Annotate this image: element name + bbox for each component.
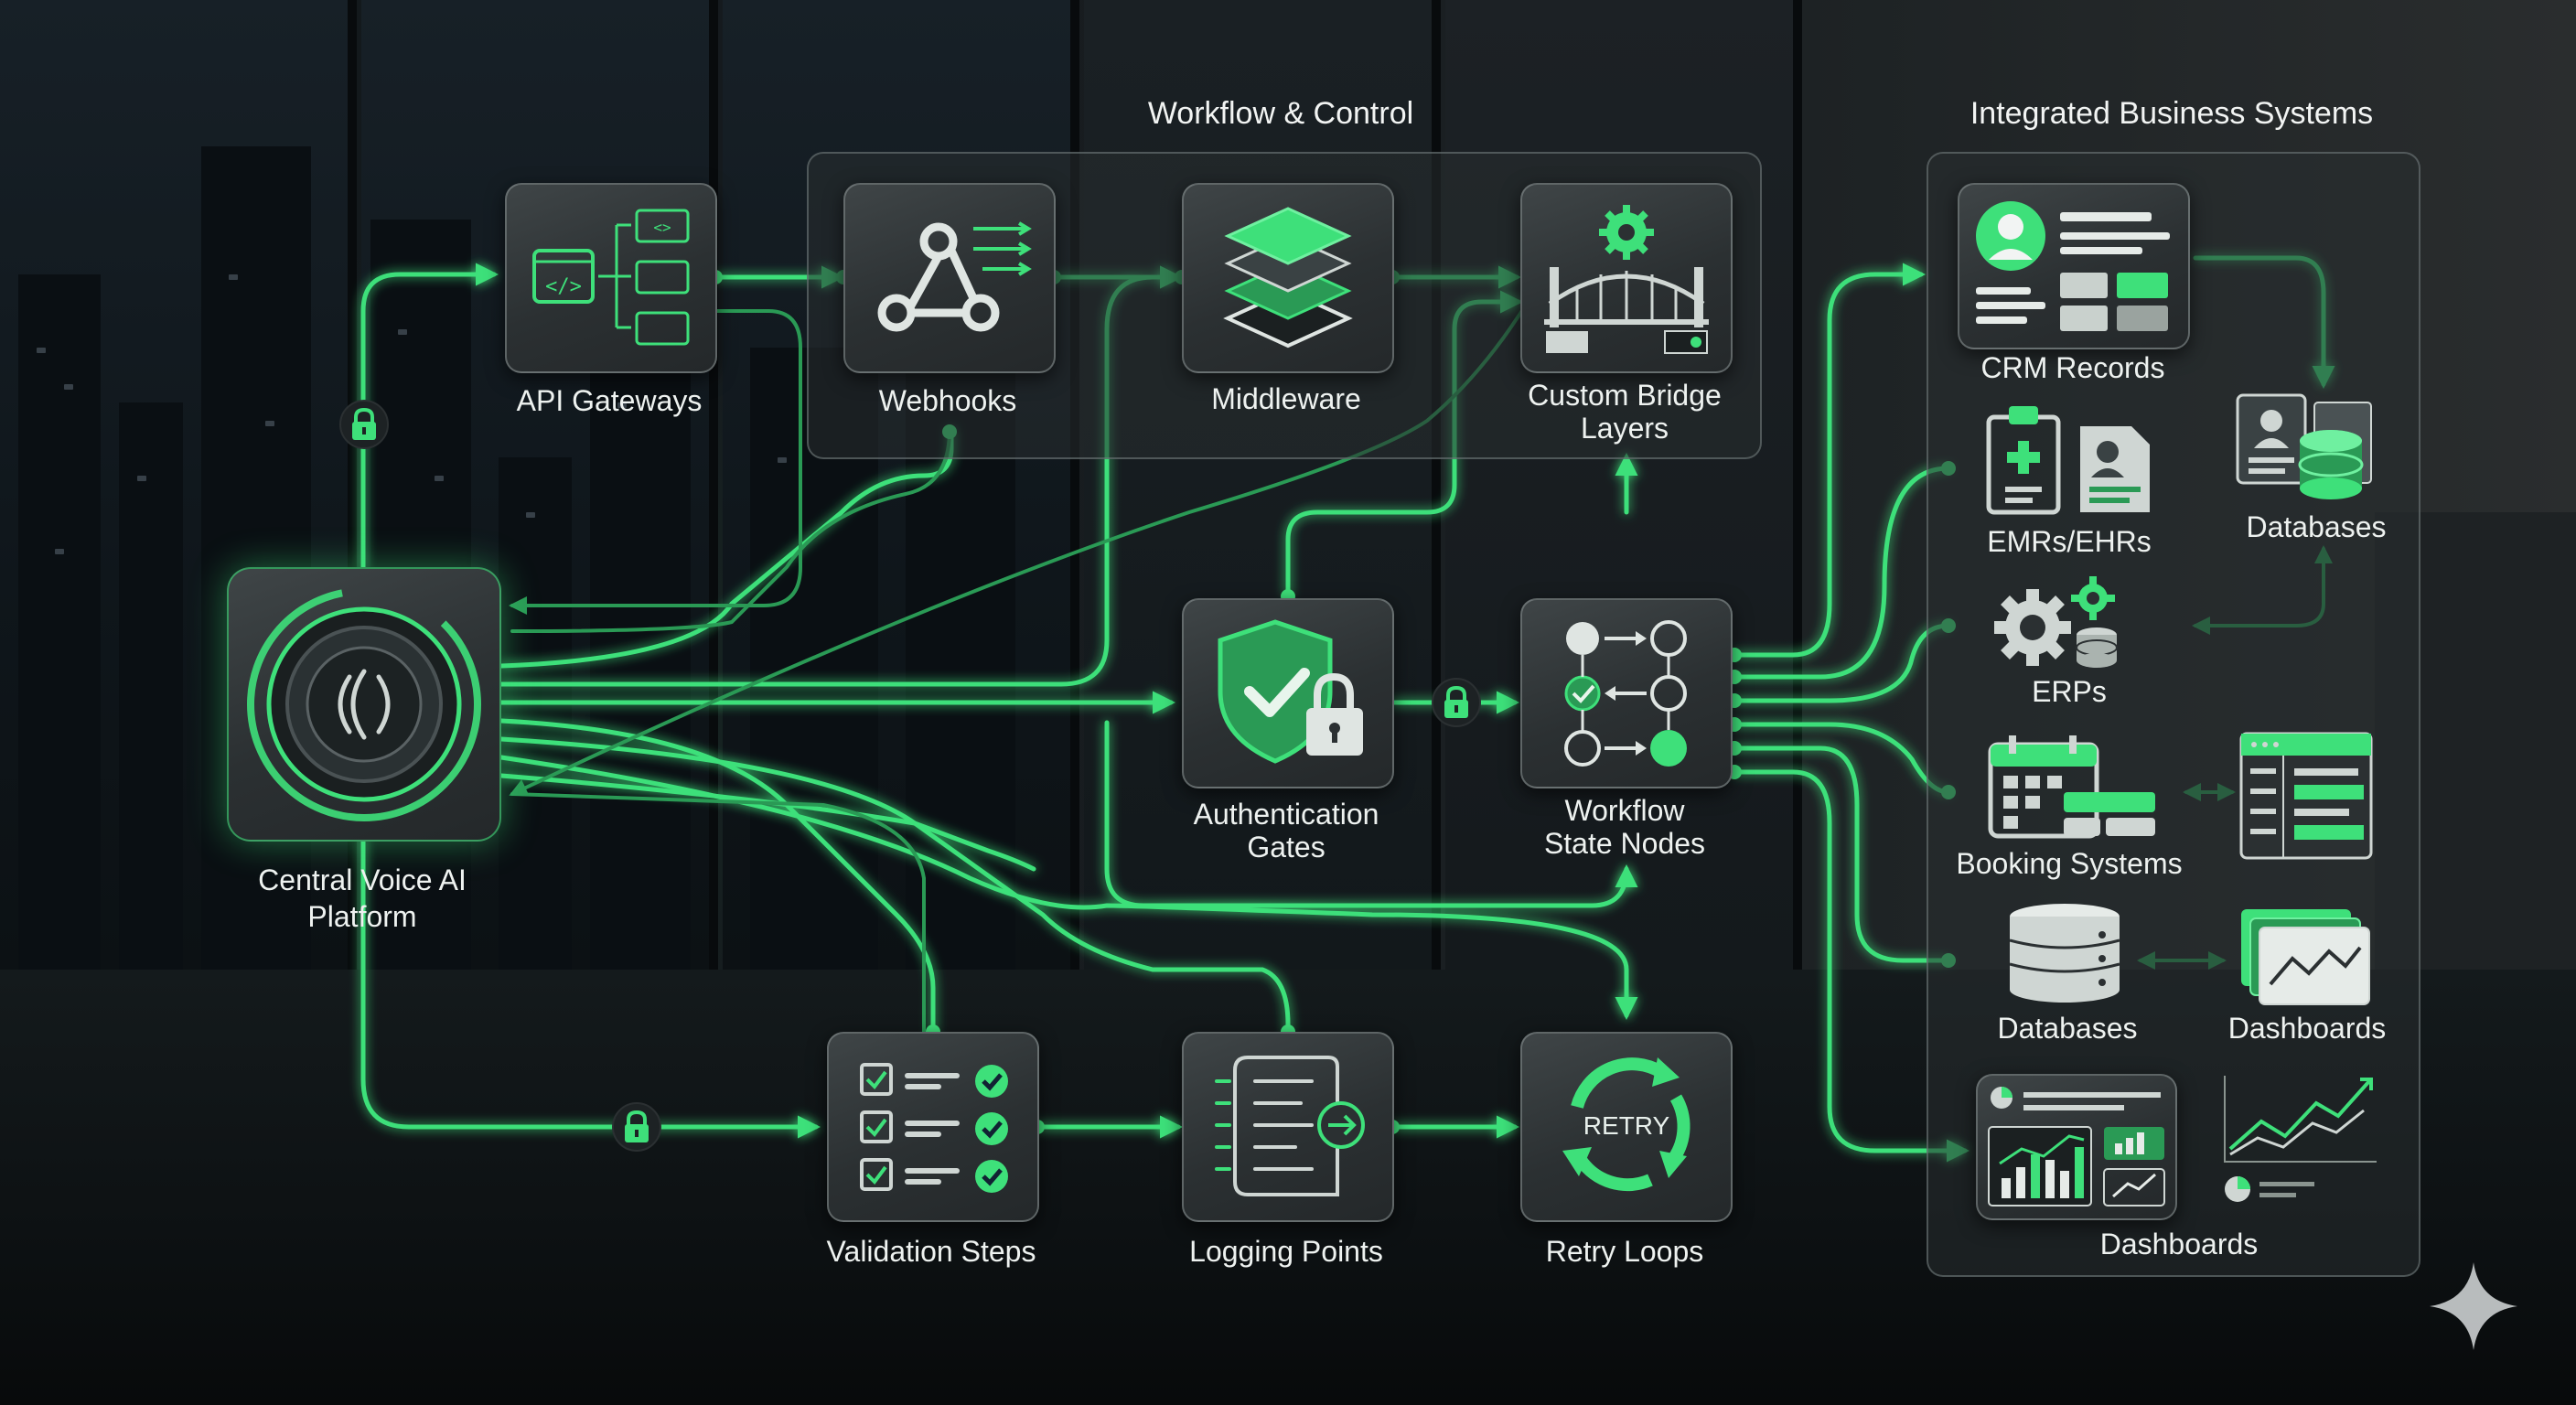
logging-points-node[interactable] (1182, 1032, 1394, 1222)
central-voice-ai-node[interactable] (227, 567, 501, 842)
database-docs-icon (2236, 393, 2372, 499)
retry-loops-node[interactable]: RETRY (1520, 1032, 1733, 1222)
log-document-icon (1215, 1056, 1365, 1196)
erp-label: ERPs (2032, 675, 2107, 708)
databases-top-label: Databases (2246, 510, 2387, 543)
gears-database-icon (1994, 576, 2118, 668)
svg-text:<>: <> (653, 219, 671, 236)
validation-steps-node[interactable] (827, 1032, 1039, 1222)
bridge-gear-icon (1544, 205, 1709, 354)
chart-screens-icon (2241, 909, 2370, 1005)
state-graph-icon (1564, 620, 1687, 767)
crm-profile-icon (1976, 201, 2170, 331)
checklist-icon (860, 1063, 1008, 1193)
layers-icon (1223, 207, 1353, 349)
padlock-icon (339, 400, 389, 449)
workflow-section-title: Workflow & Control (1147, 96, 1414, 131)
custom-bridge-label-line1: Custom Bridge (1528, 379, 1722, 412)
validation-steps-label: Validation Steps (826, 1235, 1036, 1268)
svg-text:</>: </> (545, 275, 582, 298)
code-branch-icon: </> <> (532, 209, 690, 346)
webhooks-node[interactable] (843, 183, 1056, 373)
core-label-line2: Platform (307, 900, 417, 933)
wire-core-to-validation (360, 837, 821, 1139)
dashboards-bottom-node[interactable] (1976, 1074, 2177, 1220)
workflow-state-nodes-node[interactable] (1520, 598, 1733, 788)
api-gateways-node[interactable]: </> <> (505, 183, 717, 373)
databases-mid-label: Databases (1997, 1012, 2138, 1045)
middleware-label: Middleware (1211, 382, 1361, 415)
middleware-node[interactable] (1182, 183, 1394, 373)
sparkle-icon (2430, 1262, 2517, 1350)
emr-label: EMRs/EHRs (1987, 525, 2152, 558)
core-label-line1: Central Voice AI (258, 863, 467, 896)
auth-gates-label-line1: Authentication (1193, 798, 1379, 831)
custom-bridge-node[interactable] (1520, 183, 1733, 373)
retry-inner-text: RETRY (1583, 1111, 1670, 1140)
voice-ring-icon (247, 587, 481, 821)
authentication-gates-node[interactable] (1182, 598, 1394, 788)
padlock-icon (1432, 678, 1481, 727)
window-pane (0, 0, 357, 970)
crm-records-label: CRM Records (1980, 351, 2165, 384)
trend-chart-icon (2224, 1076, 2377, 1202)
shield-lock-icon (1218, 619, 1363, 764)
state-nodes-label-line1: Workflow (1564, 794, 1685, 827)
webhook-icon (877, 221, 1032, 332)
server-stack-icon (2009, 904, 2120, 1003)
retry-cycle-icon: RETRY (1562, 1057, 1690, 1192)
wire-core-to-api (360, 263, 499, 570)
auth-gates-label-line2: Gates (1247, 831, 1326, 863)
business-section-title: Integrated Business Systems (1970, 96, 2374, 131)
crm-records-node[interactable] (1958, 183, 2190, 349)
schedule-screen-icon (2239, 732, 2373, 860)
retry-loops-label: Retry Loops (1545, 1235, 1704, 1268)
custom-bridge-label-line2: Layers (1580, 412, 1669, 445)
webhooks-label: Webhooks (878, 384, 1017, 417)
padlock-icon (612, 1102, 661, 1152)
calendar-icon (1988, 735, 2155, 839)
analytics-dashboard-icon (1988, 1087, 2165, 1207)
dashboards-mid-label: Dashboards (2227, 1012, 2387, 1045)
api-gateways-label: API Gateways (516, 384, 703, 417)
logging-points-label: Logging Points (1189, 1235, 1383, 1268)
state-nodes-label-line2: State Nodes (1543, 827, 1706, 860)
booking-systems-label: Booking Systems (1956, 847, 2183, 880)
medical-record-icon (1986, 406, 2150, 515)
dashboards-bottom-label: Dashboards (2099, 1228, 2259, 1260)
